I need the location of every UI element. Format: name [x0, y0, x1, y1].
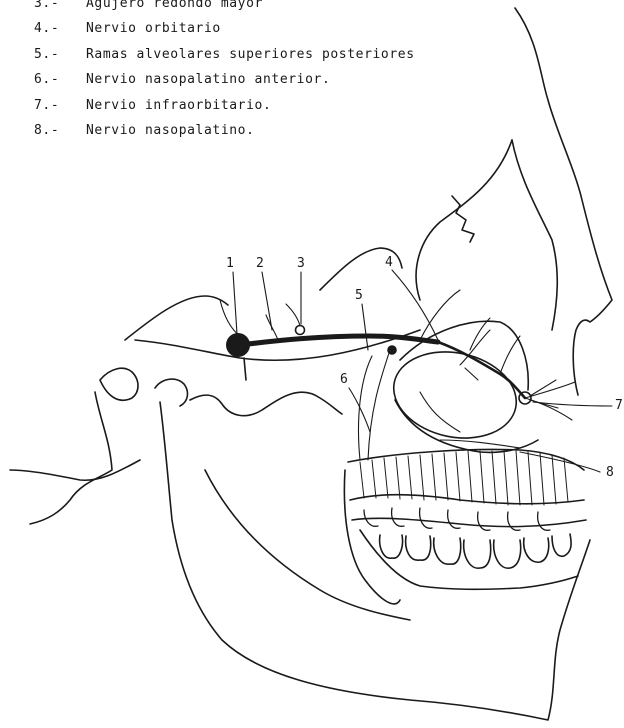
cranial-base-line — [125, 296, 228, 340]
ganglion-root — [244, 358, 246, 380]
maxillary-nerve-trunk — [240, 336, 438, 345]
legend-item-3: 3.-Agujero redondo mayor — [34, 0, 415, 16]
nerve-trunk-continuation — [438, 342, 525, 398]
callout-5: 5 — [355, 289, 363, 303]
callout-4: 4 — [385, 256, 393, 270]
lower-teeth-row — [352, 518, 586, 526]
legend-item-5: 5.-Ramas alveolares superiores posterior… — [34, 42, 415, 67]
callout-2: 2 — [256, 257, 264, 271]
nasal-bone-line — [512, 140, 557, 330]
legend-item-7: 7.-Nervio infraorbitario. — [34, 93, 415, 118]
tooth-roots — [360, 451, 568, 505]
callout-6: 6 — [340, 373, 348, 387]
facial-profile-outline — [515, 8, 612, 395]
upper-teeth-row — [350, 495, 584, 504]
callout-8: 8 — [606, 466, 614, 480]
occipital-line — [30, 392, 112, 524]
orbit-rim — [416, 140, 512, 300]
temporal-bone — [100, 368, 138, 400]
foramen-rotundum — [296, 326, 305, 335]
mandibular-tooth-crowns — [380, 534, 571, 568]
legend-item-6: 6.-Nervio nasopalatino anterior. — [34, 67, 415, 92]
callout-7: 7 — [615, 399, 623, 413]
zygomatic-notch — [190, 392, 342, 416]
legend-item-8: 8.-Nervio nasopalatino. — [34, 118, 415, 143]
suture-line — [452, 196, 474, 242]
callout-leaders — [233, 270, 612, 472]
legend-list: 3.-Agujero redondo mayor 4.-Nervio orbit… — [34, 0, 415, 143]
legend-item-4: 4.-Nervio orbitario — [34, 16, 415, 41]
callout-3: 3 — [297, 257, 305, 271]
lower-jaw-inner-edge — [344, 470, 400, 604]
callout-1: 1 — [226, 257, 234, 271]
cervical-line — [10, 460, 140, 480]
lower-teeth-crowns — [360, 530, 578, 589]
sinus-inner-line — [395, 400, 538, 452]
maxillary-sinus — [386, 341, 525, 449]
maxillary-alveolar-ridge — [348, 450, 584, 471]
